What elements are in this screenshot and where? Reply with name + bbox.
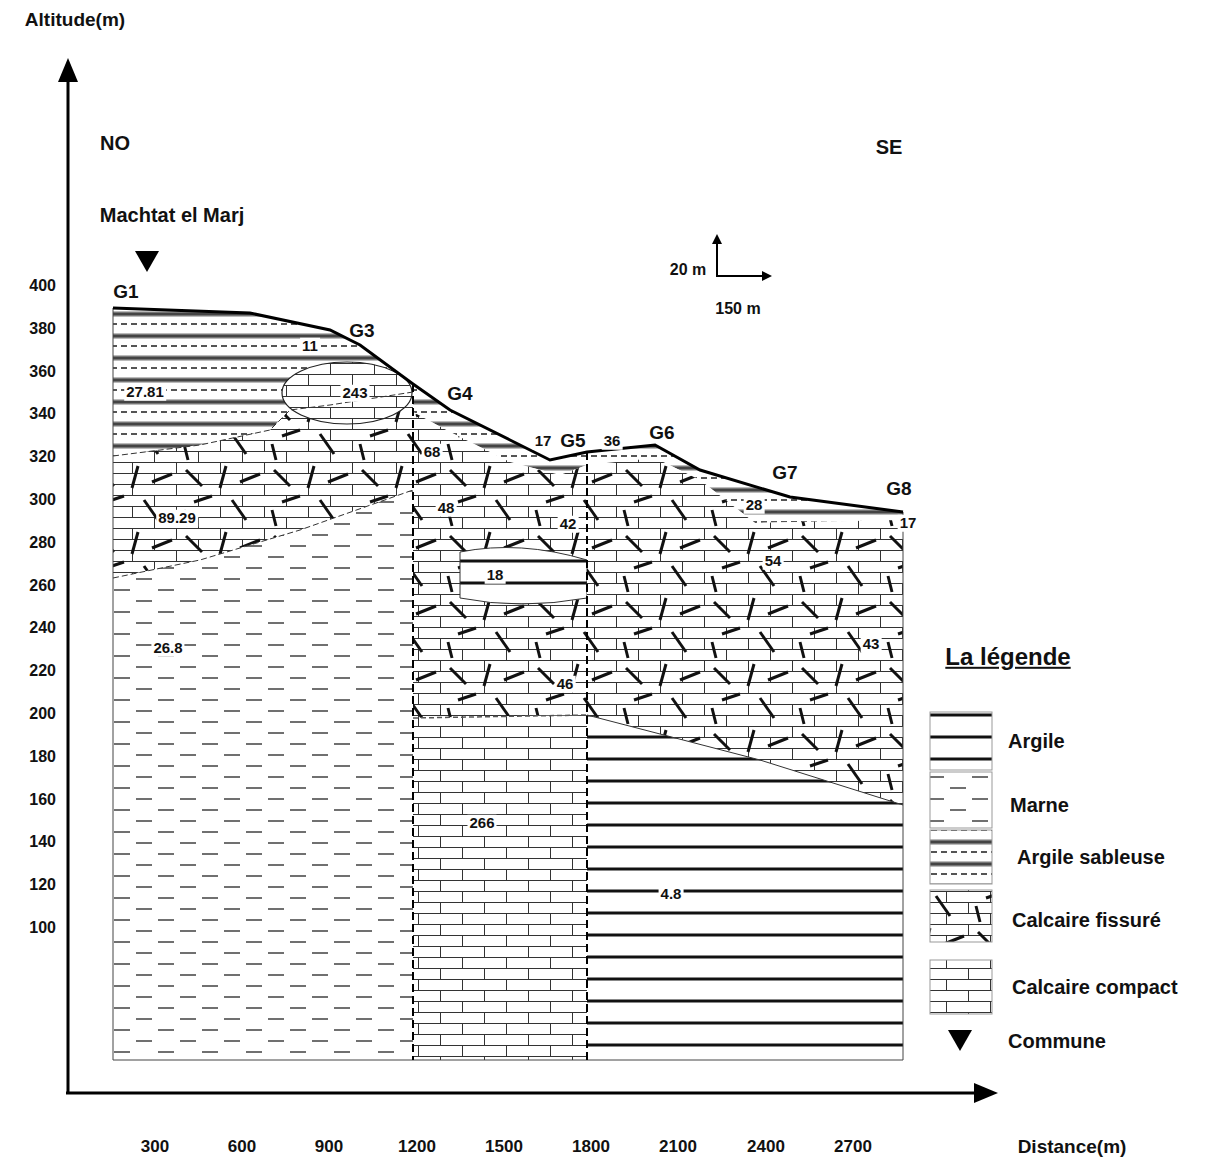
station-label: G5 (560, 431, 585, 452)
station-label: G1 (113, 282, 138, 303)
y-tick: 200 (29, 705, 56, 723)
resistivity-value: 17 (533, 433, 554, 450)
legend-text: Argile (1008, 730, 1065, 752)
x-tick: 1200 (398, 1138, 436, 1157)
x-tick: 2400 (747, 1138, 785, 1157)
y-tick: 340 (29, 406, 56, 424)
axis-title: Distance(m) (1018, 1137, 1127, 1158)
station-label: G8 (886, 479, 911, 500)
legend-title: La légende (945, 644, 1070, 670)
legend-text: Calcaire compact (1012, 976, 1178, 998)
x-tick: 1500 (485, 1138, 523, 1157)
station-label: G4 (447, 384, 472, 405)
direction-label: NO (100, 132, 130, 154)
y-tick: 180 (29, 748, 56, 766)
y-tick: 140 (29, 834, 56, 852)
resistivity-value: 243 (340, 385, 369, 402)
resistivity-value: 28 (744, 497, 765, 514)
y-tick: 100 (29, 919, 56, 937)
y-tick: 400 (29, 277, 56, 295)
legend-text: Calcaire fissuré (1012, 909, 1161, 931)
x-tick: 2100 (659, 1138, 697, 1157)
place-name: Machtat el Marj (100, 204, 244, 226)
resistivity-value: 18 (485, 567, 506, 584)
resistivity-value: 46 (555, 676, 576, 693)
y-tick: 380 (29, 320, 56, 338)
y-tick: 260 (29, 577, 56, 595)
resistivity-value: 68 (422, 444, 443, 461)
y-tick: 360 (29, 363, 56, 381)
y-tick: 320 (29, 448, 56, 466)
y-tick: 120 (29, 876, 56, 894)
resistivity-value: 266 (467, 815, 496, 832)
resistivity-value: 17 (898, 515, 919, 532)
y-tick: 160 (29, 791, 56, 809)
resistivity-value: 36 (602, 433, 623, 450)
y-tick: 280 (29, 534, 56, 552)
x-tick: 2700 (834, 1138, 872, 1157)
station-label: G6 (649, 423, 674, 444)
axis-title: Altitude(m) (25, 10, 125, 31)
legend-text: Commune (1008, 1030, 1106, 1052)
resistivity-value: 43 (861, 636, 882, 653)
y-tick: 300 (29, 491, 56, 509)
scale-label: 20 m (670, 261, 706, 279)
x-tick: 300 (141, 1138, 169, 1157)
y-tick: 220 (29, 662, 56, 680)
legend-text: Argile sableuse (1017, 846, 1165, 868)
legend-text: Marne (1010, 794, 1069, 816)
resistivity-value: 48 (436, 500, 457, 517)
x-tick: 600 (228, 1138, 256, 1157)
resistivity-value: 4.8 (659, 886, 684, 903)
station-label: G7 (772, 463, 797, 484)
resistivity-value: 89.29 (156, 510, 198, 527)
scale-label: 150 m (715, 300, 760, 318)
resistivity-value: 54 (763, 553, 784, 570)
x-tick: 1800 (572, 1138, 610, 1157)
x-tick: 900 (315, 1138, 343, 1157)
station-label: G3 (349, 321, 374, 342)
direction-label: SE (876, 136, 903, 158)
y-tick: 240 (29, 620, 56, 638)
resistivity-value: 42 (558, 516, 579, 533)
resistivity-value: 11 (300, 338, 320, 355)
resistivity-value: 26.8 (151, 640, 184, 657)
resistivity-value: 27.81 (124, 384, 166, 401)
